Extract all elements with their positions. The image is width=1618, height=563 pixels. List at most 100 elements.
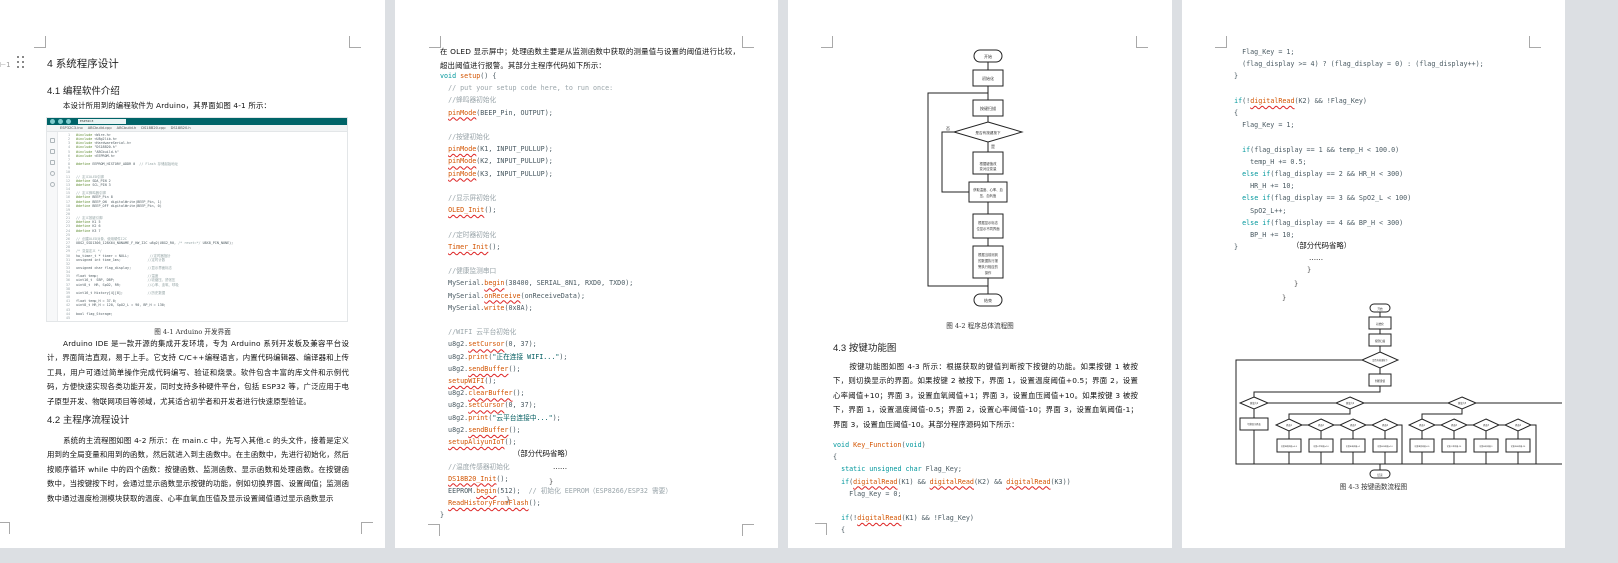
arduino-ide-screenshot: ESP32C3 ESP32C3.ino ABCbuild.cpp ABCbuil…: [46, 117, 348, 322]
verify-icon: [50, 119, 55, 124]
ellipsis: ......: [1309, 253, 1324, 262]
ide-code-line: 19: [65, 207, 70, 212]
debug-icon: [49, 171, 55, 176]
section-4-3-body: 按键功能图如图 4-3 所示：根据获取的键值判断按下按键的功能。如果按键 1 被…: [833, 362, 1138, 429]
code-line: if(flag_display == 1 && temp_H < 100.0): [1242, 145, 1400, 154]
svg-text:界面4: 界面4: [1382, 423, 1388, 427]
code-line: pinMode(BEEP_Pin, OUTPUT);: [448, 108, 553, 117]
code-line: [440, 216, 672, 228]
ide-code-line: 32: [65, 261, 70, 266]
code-line: SpO2_L++;: [1226, 206, 1287, 215]
code-line: BP_H += 10;: [1226, 231, 1295, 240]
code-line: [440, 314, 672, 326]
svg-text:界面3: 界面3: [1483, 423, 1489, 427]
code-line: DS18B20_Init();: [448, 474, 509, 483]
search-icon: [49, 182, 55, 187]
svg-text:切换显示界面: 切换显示界面: [1247, 422, 1261, 426]
code-line: if(digitalRead(K1) && digitalRead(K2) &&…: [841, 477, 1071, 486]
code-line: }: [1226, 72, 1239, 81]
library-icon: [49, 160, 55, 165]
margin-corner-marker: [742, 36, 754, 48]
margin-corner-marker: [815, 523, 827, 535]
svg-text:结束: 结束: [984, 297, 992, 303]
code-line: MySerial.onReceive(onReceiveData);: [440, 291, 585, 300]
closing-brace: }: [1307, 266, 1312, 274]
figure-4-3-caption: 图 4-3 按键函数流程图: [1339, 483, 1408, 491]
code-line: setupAliyunIoT();: [448, 438, 517, 447]
code-line: pinMode(K2, INPUT_PULLUP);: [448, 157, 553, 166]
svg-text:是否有按键按下: 是否有按键按下: [1372, 358, 1388, 362]
page-1: ⊢1 4 系统程序设计 4.1 编程软件介绍 本设计所用到的编程软件为 Ardu…: [0, 0, 385, 548]
code-line: u8g2.sendBuffer();: [440, 364, 521, 373]
code-line: }: [440, 511, 445, 520]
margin-corner-marker: [1215, 36, 1227, 48]
svg-text:开始: 开始: [984, 53, 992, 59]
svg-text:按键扫描: 按键扫描: [1375, 339, 1386, 343]
code-line: static unsigned char Flag_Key;: [841, 465, 962, 474]
ide-code-line: 34: [65, 270, 70, 275]
code-omitted-label: （部分代码省略）: [1292, 241, 1352, 250]
section-4-2-body: 系统的主流程图如图 4-2 所示：在 main.c 中，先写入其他.c 的头文件…: [47, 436, 349, 503]
ide-code-line: 29/* 变量定义 */: [65, 249, 102, 254]
page-2: 在 OLED 显示屏中；处理函数主要是从监测函数中获取的测量值与设置的阈值进行比…: [395, 0, 778, 548]
folder-icon: [49, 138, 55, 143]
figure-4-2-caption: 图 4-2 程序总体流程图: [946, 322, 1014, 330]
code-line: [440, 253, 672, 265]
section-heading-4-2: 4.2 主程序流程设计: [47, 415, 130, 426]
svg-text:变对应变量: 变对应变量: [980, 166, 998, 171]
svg-text:是: 是: [991, 143, 995, 149]
svg-text:键值为2: 键值为2: [1346, 401, 1355, 405]
svg-text:压、血氧值: 压、血氧值: [980, 193, 997, 198]
code-omitted-label: （部分代码省略）: [513, 449, 573, 458]
code-line: {: [833, 453, 838, 462]
svg-text:设置血压阈值+10: 设置血压阈值+10: [1377, 444, 1393, 448]
code-line: Flag_Key = 0;: [833, 489, 902, 498]
code-line: Timer_Init();: [448, 242, 501, 251]
code-line: EEPROM.begin(512); // 初始化 EEPROM（ESP8266…: [440, 486, 673, 495]
svg-text:开始: 开始: [1377, 307, 1383, 311]
svg-text:根据显示标志: 根据显示标志: [978, 220, 998, 225]
code-line: Flag_Key = 1;: [1226, 121, 1295, 130]
setup-code-block: void setup() { // put your setup code he…: [440, 70, 672, 522]
section-heading-4-3: 4.3 按键功能图: [833, 343, 897, 354]
code-line: if(!digitalRead(K2) && !Flag_Key): [1234, 96, 1367, 105]
ide-code-line: 4#include "DS18B20.h": [67, 145, 117, 150]
margin-corner-marker: [1136, 36, 1148, 48]
svg-text:设置血氧阈值-1: 设置血氧阈值-1: [1479, 444, 1493, 448]
ide-code-line: 12#define SDA_PIN 2: [65, 178, 111, 183]
ide-code-line: 43: [65, 307, 70, 312]
svg-text:设置心率阈值-10: 设置心率阈值-10: [1447, 444, 1462, 448]
code-line: setupWIFI();: [448, 377, 497, 386]
code-line: u8g2.sendBuffer();: [440, 425, 521, 434]
margin-corner-marker: [821, 36, 833, 48]
section-4-1-body: Arduino IDE 是一款开源的集成开发环境，专为 Arduino 系列开发…: [47, 339, 349, 406]
ide-code-line: 38: [65, 286, 70, 291]
svg-text:初始化: 初始化: [982, 75, 994, 81]
code-line: //显示屏初始化: [448, 194, 497, 203]
svg-text:的数据执行报: 的数据执行报: [978, 258, 998, 263]
margin-corner-marker: [361, 522, 373, 534]
board-manager-icon: [49, 149, 55, 154]
svg-text:设置心率阈值+10: 设置心率阈值+10: [1313, 444, 1329, 448]
ide-code-line: 6#include <EEPROM.h>: [67, 153, 115, 158]
svg-text:判断键值: 判断键值: [1375, 379, 1386, 383]
svg-text:键值为1: 键值为1: [1250, 401, 1259, 405]
ide-code-line: 14: [65, 187, 70, 192]
code-line: [1226, 83, 1484, 95]
ide-sidebar: [47, 132, 58, 321]
svg-text:是否有按键按下: 是否有按键按下: [975, 130, 1001, 135]
ide-code-line: 40: [65, 295, 70, 300]
code-line: temp_H += 0.5;: [1226, 157, 1307, 166]
continued-paragraph: 在 OLED 显示屏中；处理函数主要是从监测函数中获取的测量值与设置的阈值进行比…: [440, 47, 740, 71]
ide-code-line: 8#define EEPROM_HISTORY_ADDR 0 // Flash …: [67, 162, 179, 167]
svg-text:初始化: 初始化: [1376, 322, 1384, 326]
drag-handle-icon[interactable]: [17, 56, 26, 69]
margin-corner-marker: [0, 522, 10, 534]
margin-corner-marker: [742, 524, 754, 536]
margin-corner-marker: [429, 36, 441, 48]
